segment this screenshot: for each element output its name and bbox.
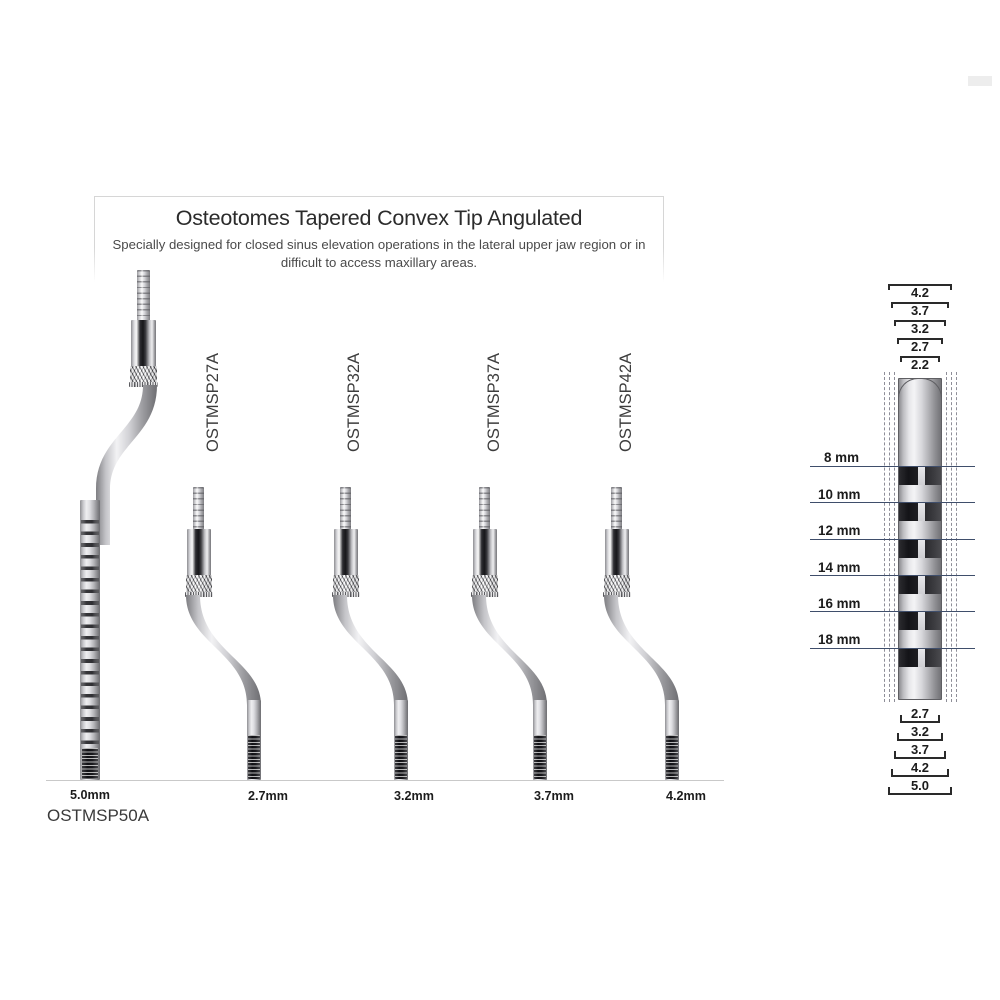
instrument-collar — [473, 529, 497, 577]
schematic-band-3 — [899, 575, 941, 594]
catalog-label-4: OSTMSP42A — [617, 352, 635, 452]
bottom-bracket-label-4: 5.0 — [910, 778, 930, 793]
instrument-knurl-ring — [130, 366, 157, 384]
size-label-3: 3.7mm — [534, 789, 574, 803]
page-title: Osteotomes Tapered Convex Tip Angulated — [175, 206, 583, 230]
instrument-collar — [187, 529, 211, 577]
depth-line-1 — [810, 502, 975, 503]
catalog-label-0: OSTMSP50A — [47, 806, 150, 825]
depth-label-0: 8 mm — [824, 450, 859, 465]
taper-outline-right-0 — [946, 372, 947, 702]
instrument-knurl-lip — [603, 592, 631, 597]
depth-label-4: 16 mm — [818, 596, 861, 611]
depth-line-2 — [810, 539, 975, 540]
depth-line-0 — [810, 466, 975, 467]
top-bracket-label-0: 4.2 — [910, 285, 930, 300]
bottom-bracket-label-2: 3.7 — [910, 742, 930, 757]
instrument-shank — [185, 595, 295, 755]
instrument-knurl-ring — [472, 575, 498, 594]
size-label-0: 5.0mm — [70, 788, 110, 802]
size-label-4: 4.2mm — [666, 789, 706, 803]
instrument-knurl-ring — [333, 575, 359, 594]
size-label-1: 2.7mm — [248, 789, 288, 803]
bottom-bracket-label-3: 4.2 — [910, 760, 930, 775]
instrument-tip — [137, 270, 150, 322]
schematic-convex-tip — [898, 378, 942, 412]
instrument-engraving — [534, 735, 546, 779]
instrument-shank — [603, 595, 713, 755]
depth-line-4 — [810, 611, 975, 612]
taper-outline-left-1 — [889, 372, 890, 702]
schematic-band-0 — [899, 466, 941, 485]
instrument-collar — [334, 529, 358, 577]
instrument-tip — [193, 487, 204, 531]
instrument-knurl-lip — [332, 592, 360, 597]
taper-outline-right-1 — [951, 372, 952, 702]
instrument-knurl-ring — [604, 575, 630, 594]
instrument-shank — [332, 595, 442, 755]
depth-line-5 — [810, 648, 975, 649]
instrument-tip — [340, 487, 351, 531]
instrument-tip — [479, 487, 490, 531]
instrument-knurl-lip — [185, 592, 213, 597]
taper-outline-left-0 — [884, 372, 885, 702]
catalog-label-1: OSTMSP27A — [204, 352, 222, 452]
instrument-collar — [605, 529, 629, 577]
schematic-band-5 — [899, 648, 941, 667]
schematic-band-4 — [899, 611, 941, 630]
instrument-shank — [471, 595, 581, 755]
depth-label-3: 14 mm — [818, 560, 861, 575]
instrument-collar — [131, 320, 156, 368]
top-bracket-label-3: 2.7 — [910, 339, 930, 354]
instrument-engraving — [82, 748, 98, 779]
instrument-engraving — [666, 735, 678, 779]
header-box — [94, 196, 664, 282]
catalog-label-2: OSTMSP32A — [345, 352, 363, 452]
instrument-engraving — [248, 735, 260, 779]
instrument-knurl-lip — [129, 382, 158, 387]
top-bracket-label-4: 2.2 — [910, 357, 930, 372]
instrument-depth-bands — [81, 520, 99, 748]
instrument-tip — [611, 487, 622, 531]
schematic-band-1 — [899, 502, 941, 521]
instrument-knurl-ring — [186, 575, 212, 594]
size-label-2: 3.2mm — [394, 789, 434, 803]
top-bracket-label-2: 3.2 — [910, 321, 930, 336]
instrument-shank — [70, 385, 170, 545]
instrument-engraving — [395, 735, 407, 779]
taper-outline-right-2 — [956, 372, 957, 702]
baseline-rule — [46, 780, 724, 781]
taper-outline-left-2 — [894, 372, 895, 702]
depth-line-3 — [810, 575, 975, 576]
bottom-bracket-label-1: 3.2 — [910, 724, 930, 739]
corner-artifact — [968, 76, 992, 86]
depth-label-2: 12 mm — [818, 523, 861, 538]
depth-label-5: 18 mm — [818, 632, 861, 647]
bottom-bracket-label-0: 2.7 — [910, 706, 930, 721]
page-subtitle: Specially designed for closed sinus elev… — [112, 237, 646, 270]
top-bracket-label-1: 3.7 — [910, 303, 930, 318]
instrument-knurl-lip — [471, 592, 499, 597]
catalog-label-3: OSTMSP37A — [485, 352, 503, 452]
schematic-band-2 — [899, 539, 941, 558]
depth-label-1: 10 mm — [818, 487, 861, 502]
